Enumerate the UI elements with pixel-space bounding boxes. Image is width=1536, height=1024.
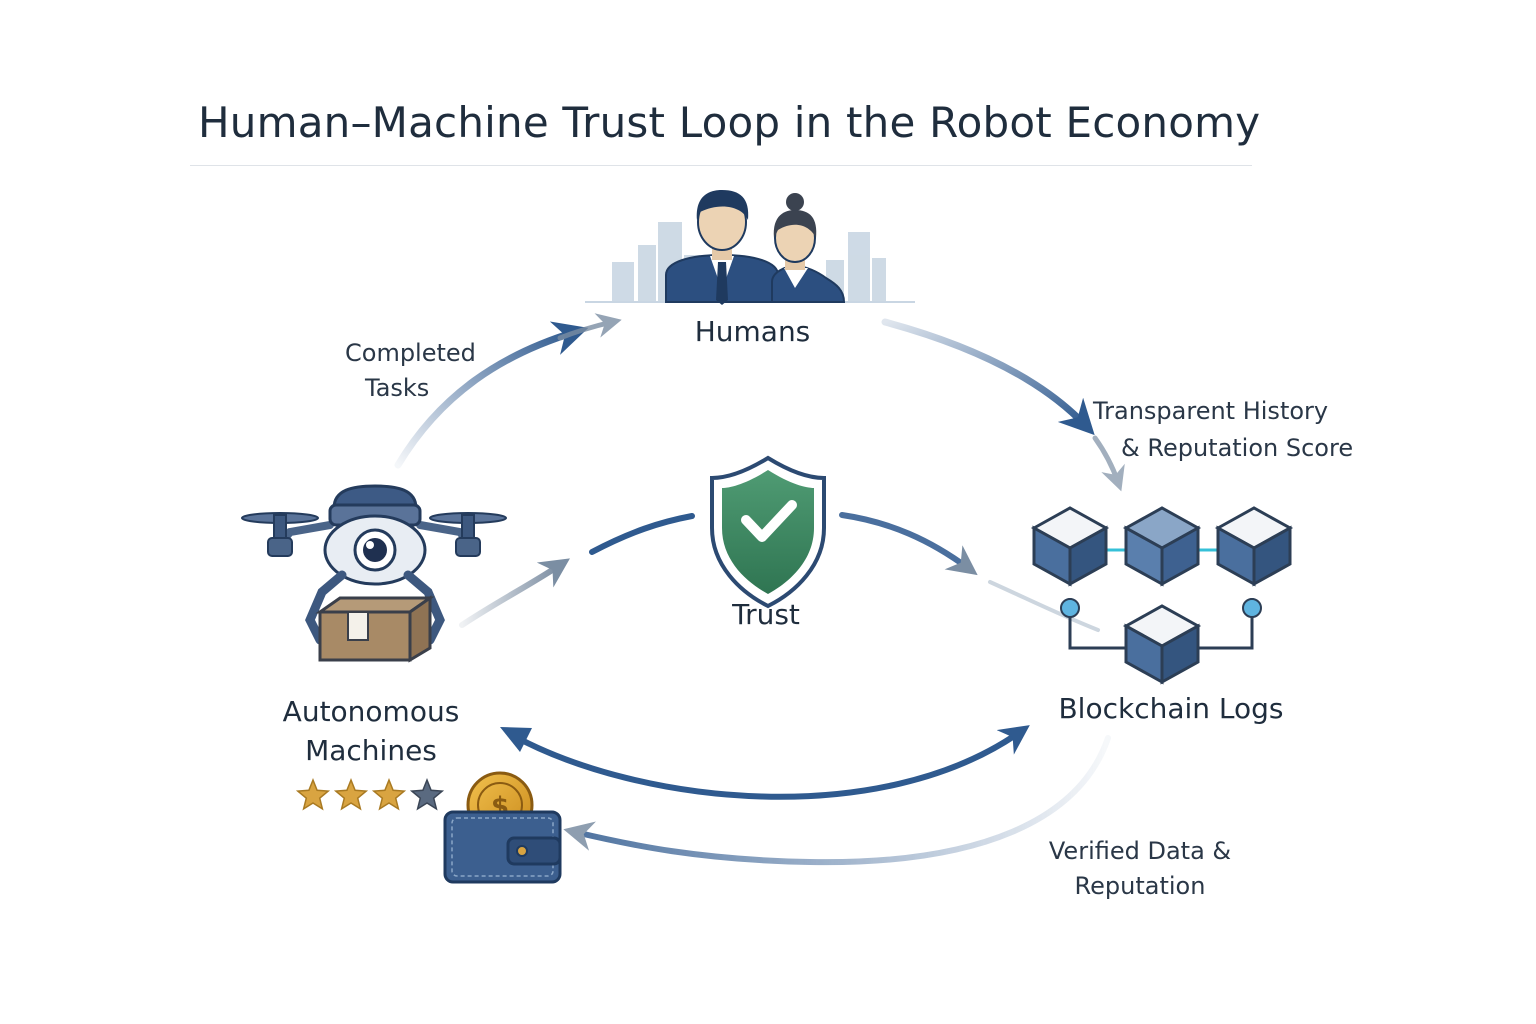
arrow-completed-tasks-ghost xyxy=(557,313,622,341)
arrow-trust-to-blockchain xyxy=(839,512,978,576)
page-title: Human–Machine Trust Loop in the Robot Ec… xyxy=(198,98,1261,147)
edge-completed-tasks-label: Completed Tasks xyxy=(345,336,476,406)
drone-robot-icon xyxy=(241,484,507,645)
arrow-verified-data xyxy=(563,735,1111,866)
arrow-trust-inbound xyxy=(589,513,695,555)
node-blockchain-label: Blockchain Logs xyxy=(1058,692,1284,725)
arrow-transparent-history xyxy=(881,318,1095,436)
arrow-machines-blockchain xyxy=(509,725,1030,800)
edge-transparent-history-line2: & Reputation Score xyxy=(1121,434,1354,462)
edge-verified-data-line1: Verified Data & xyxy=(1048,837,1232,865)
node-trust-label: Trust xyxy=(732,598,800,631)
edge-verified-data-line2: Reputation xyxy=(1074,872,1206,900)
shield-check-icon xyxy=(710,455,826,609)
star-icon xyxy=(371,777,407,811)
arrowhead-left xyxy=(500,727,532,752)
arrow-trust-fade xyxy=(988,580,1100,632)
people-icon xyxy=(665,190,846,305)
star-icon xyxy=(295,777,331,811)
node-machines-line1: Autonomous xyxy=(282,695,460,728)
arrow-machines-to-trust xyxy=(459,558,570,628)
blockchain-cubes-icon xyxy=(1030,506,1294,685)
node-machines-label: Autonomous Machines xyxy=(250,692,492,770)
node-humans-label: Humans xyxy=(694,315,811,348)
arrow-transparent-history-ghost xyxy=(1092,435,1125,492)
edge-transparent-history-label: Transparent History & Reputation Score xyxy=(1085,393,1353,467)
wallet-coin-icon: $ xyxy=(443,771,562,884)
edge-completed-tasks-line2: Tasks xyxy=(365,374,430,402)
edge-completed-tasks-line1: Completed xyxy=(345,339,476,367)
star-icon xyxy=(333,777,369,811)
star-icon xyxy=(409,777,445,811)
edge-transparent-history-line1: Transparent History xyxy=(1093,397,1329,425)
rating-stars xyxy=(295,777,445,811)
title-divider xyxy=(190,165,1252,166)
edge-verified-data-label: Verified Data & Reputation xyxy=(1030,834,1250,904)
arrow-completed-tasks xyxy=(394,321,589,469)
package-icon xyxy=(315,595,435,663)
node-machines-line2: Machines xyxy=(305,734,437,767)
